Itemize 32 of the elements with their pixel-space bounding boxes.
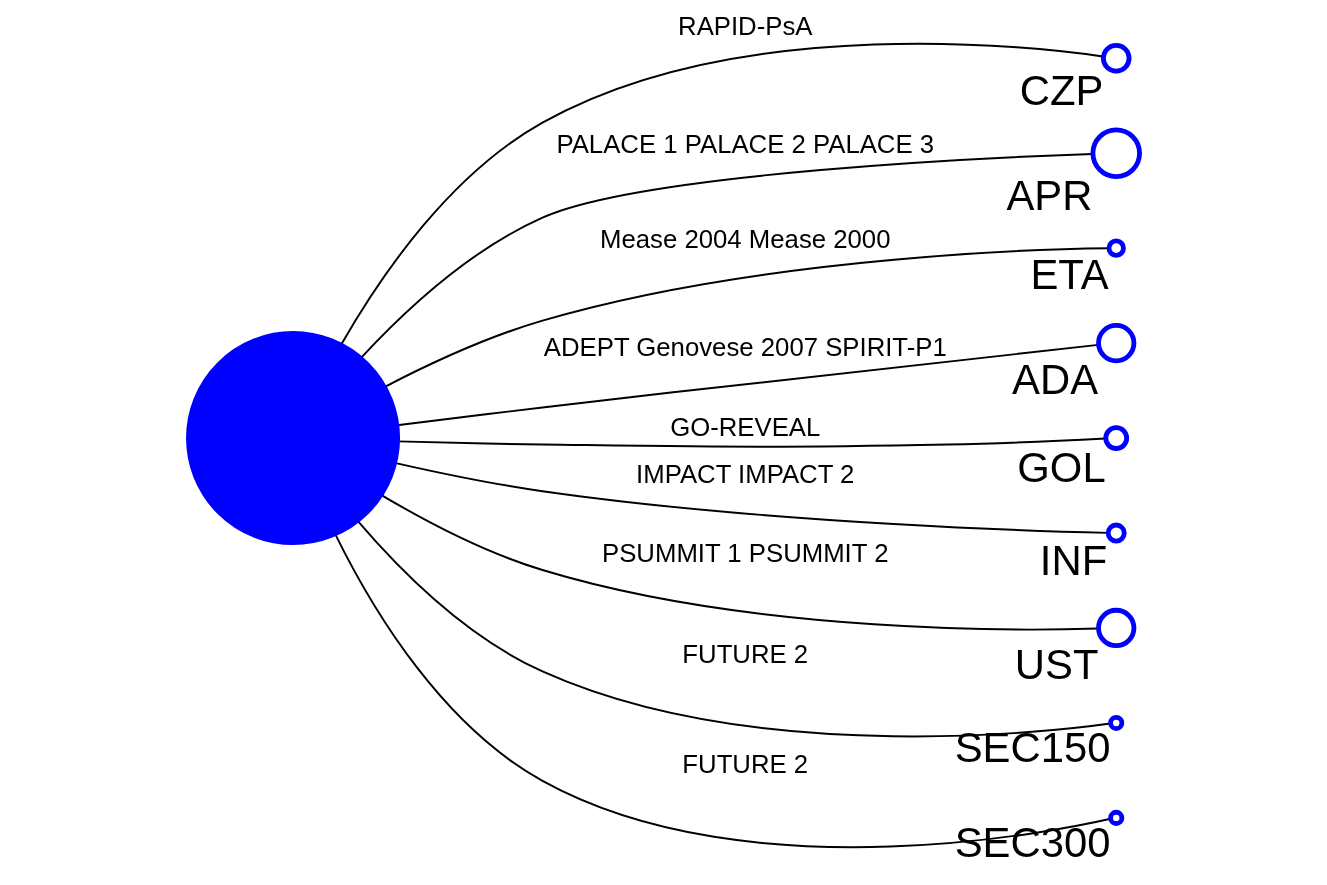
edge-label: FUTURE 2: [681, 640, 808, 669]
node-label: ADA: [1011, 356, 1098, 404]
node-circle: [1107, 809, 1124, 826]
edge-label: FUTURE 2: [681, 749, 808, 778]
node-circle: [1100, 42, 1131, 74]
node-label: APR: [1005, 172, 1092, 220]
edge-label: GO-REVEAL: [669, 413, 820, 442]
node-label: SEC150: [954, 724, 1110, 772]
node-circle: [1107, 714, 1124, 731]
node-circle: [1095, 323, 1136, 364]
edge-label: ADEPT Genovese 2007 SPIRIT-P1: [543, 332, 947, 361]
edge-label: RAPID-PsA: [677, 12, 812, 41]
edge-label: PALACE 1 PALACE 2 PALACE 3: [555, 129, 934, 158]
node-circle: [185, 331, 400, 546]
connector: [383, 247, 1110, 388]
edge-label: IMPACT IMPACT 2: [635, 459, 854, 488]
node-label: UST: [1014, 641, 1099, 689]
edge-label: PSUMMIT 1 PSUMMIT 2: [601, 538, 889, 567]
node-circle: [1095, 607, 1136, 649]
node-circle: [1106, 238, 1126, 258]
connector: [359, 152, 1093, 360]
node-label: CZP: [1019, 66, 1103, 114]
connector: [339, 42, 1104, 346]
node-label: INF: [1039, 536, 1107, 584]
edge-label: Mease 2004 Mease 2000: [599, 224, 890, 253]
node-label: SEC300: [954, 818, 1110, 866]
node-circle: [1102, 425, 1129, 451]
node-label: GOL: [1016, 444, 1106, 492]
connector: [356, 519, 1111, 738]
node-label: ETA: [1029, 250, 1109, 298]
node-circle: [1105, 522, 1127, 544]
node-circle: [1089, 127, 1142, 179]
